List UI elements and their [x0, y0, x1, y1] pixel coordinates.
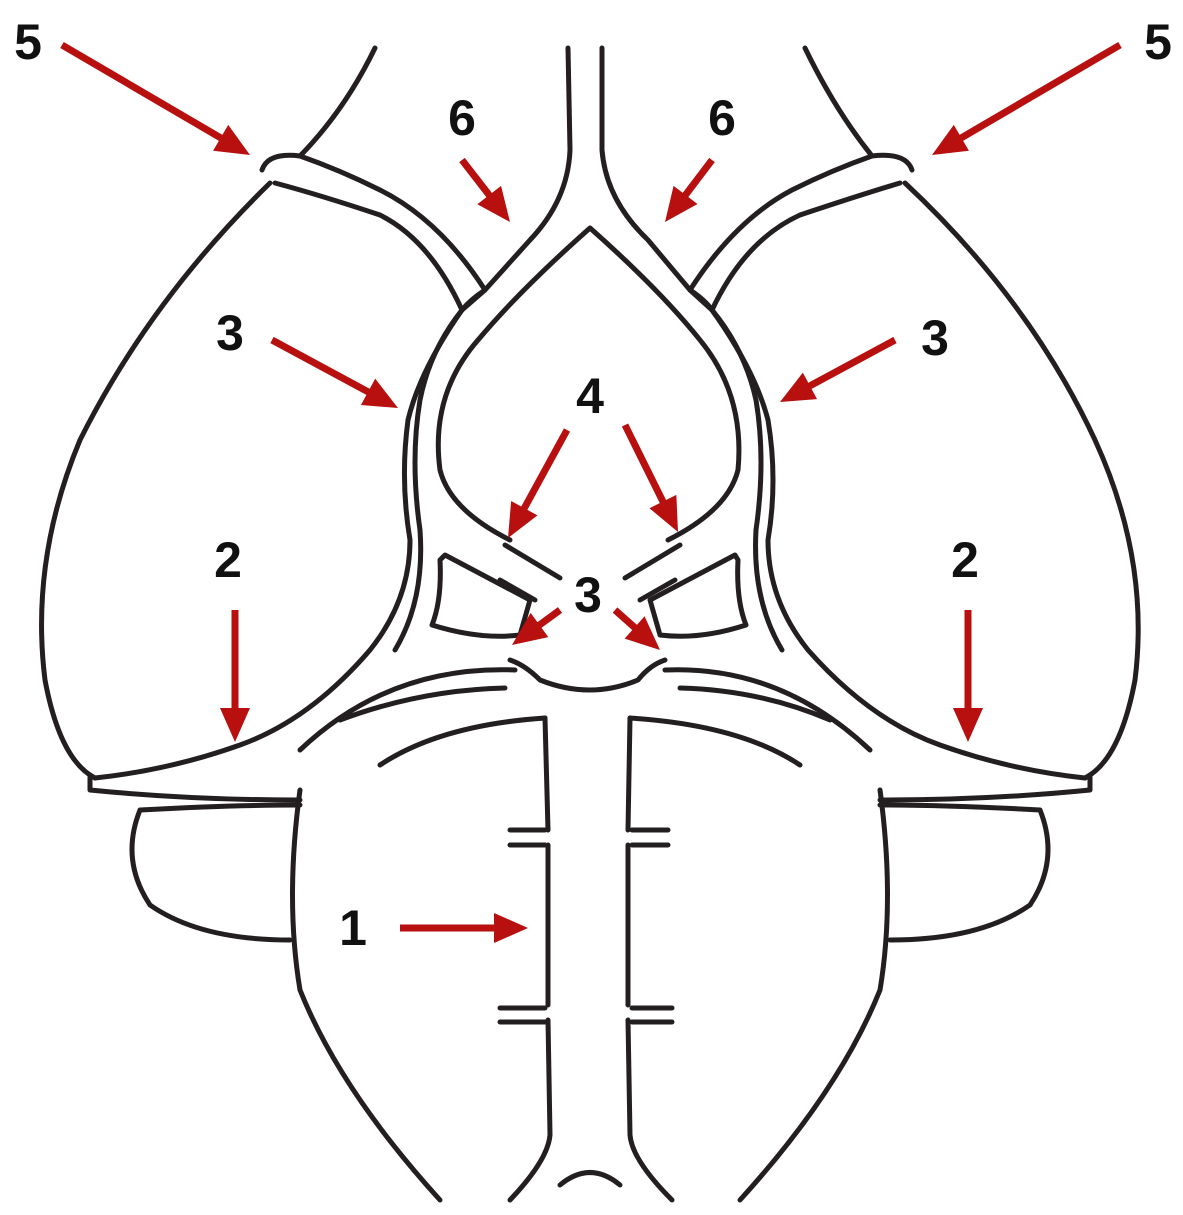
arrow-4-right-shaft	[625, 425, 664, 503]
arrow-3-left	[272, 340, 398, 408]
arrow-5-left-shaft	[62, 45, 222, 139]
arrow-1	[400, 913, 528, 943]
right-top-stem	[805, 48, 872, 156]
midline-vessel-right	[628, 718, 672, 1200]
right-paraflocculus	[880, 805, 1048, 940]
label-2-left: 2	[208, 535, 248, 585]
arrow-3-right	[780, 340, 895, 402]
arrow-2-left-head	[220, 708, 250, 742]
right-posterior-band	[880, 775, 1090, 800]
arrow-6-right	[665, 160, 712, 222]
arrow-3-center-left-head	[512, 613, 548, 645]
left-posterior-band	[90, 775, 300, 800]
arrow-5-right-shaft	[960, 45, 1120, 139]
notch-left-upper	[510, 830, 545, 845]
arrow-3-center-left-shaft	[538, 610, 560, 626]
arrow-6-left	[462, 160, 510, 222]
cerebellum-right-inner-arc	[630, 718, 800, 765]
notch-right-upper	[632, 830, 668, 845]
central-hub	[510, 660, 665, 690]
label-3-right: 3	[915, 313, 955, 363]
arrow-6-left-shaft	[462, 160, 490, 197]
midline-bottom-cap	[560, 1173, 620, 1186]
arrow-3-center-left	[512, 610, 560, 645]
cerebellum-left-inner-arc	[380, 718, 545, 765]
right-hemisphere	[905, 183, 1138, 778]
left-paraflocculus	[132, 805, 300, 940]
label-2-right: 2	[945, 535, 985, 585]
label-4: 4	[570, 371, 610, 421]
label-5-left: 5	[8, 17, 48, 67]
arrow-6-right-shaft	[684, 160, 712, 196]
arrow-3-center-right-shaft	[615, 610, 636, 629]
left-wedge	[432, 555, 530, 636]
label-6-left: 6	[442, 93, 482, 143]
arrow-5-left	[62, 45, 250, 155]
right-hemisphere-inner-edge	[712, 183, 1085, 778]
arrow-2-right-head	[953, 708, 983, 742]
right-branch	[625, 545, 680, 600]
arrow-1-head	[494, 913, 528, 943]
arrow-4-left-shaft	[523, 430, 567, 510]
arrow-3-left-shaft	[272, 340, 370, 393]
label-3-left: 3	[210, 308, 250, 358]
arrow-2-right	[953, 610, 983, 742]
cerebellum-body	[293, 790, 888, 1200]
arrow-4-left	[508, 430, 567, 538]
arrow-2-left	[220, 610, 250, 742]
left-hemisphere-inner-edge	[95, 183, 462, 778]
cerebellum-left-arc	[300, 670, 515, 750]
left-branch	[500, 545, 560, 600]
arrow-4-right	[625, 425, 678, 532]
brain-outline	[42, 48, 1139, 1200]
midline-vessel-left	[510, 718, 550, 1200]
left-top-stem	[300, 48, 375, 156]
label-3-center: 3	[568, 570, 608, 620]
label-5-right: 5	[1138, 17, 1178, 67]
arrow-5-right	[932, 45, 1120, 155]
notch-left-lower	[500, 1008, 545, 1022]
label-6-right: 6	[702, 93, 742, 143]
right-wedge	[650, 555, 746, 636]
label-1: 1	[333, 903, 373, 953]
notch-right-lower	[632, 1008, 672, 1022]
arrow-3-right-shaft	[808, 340, 895, 387]
